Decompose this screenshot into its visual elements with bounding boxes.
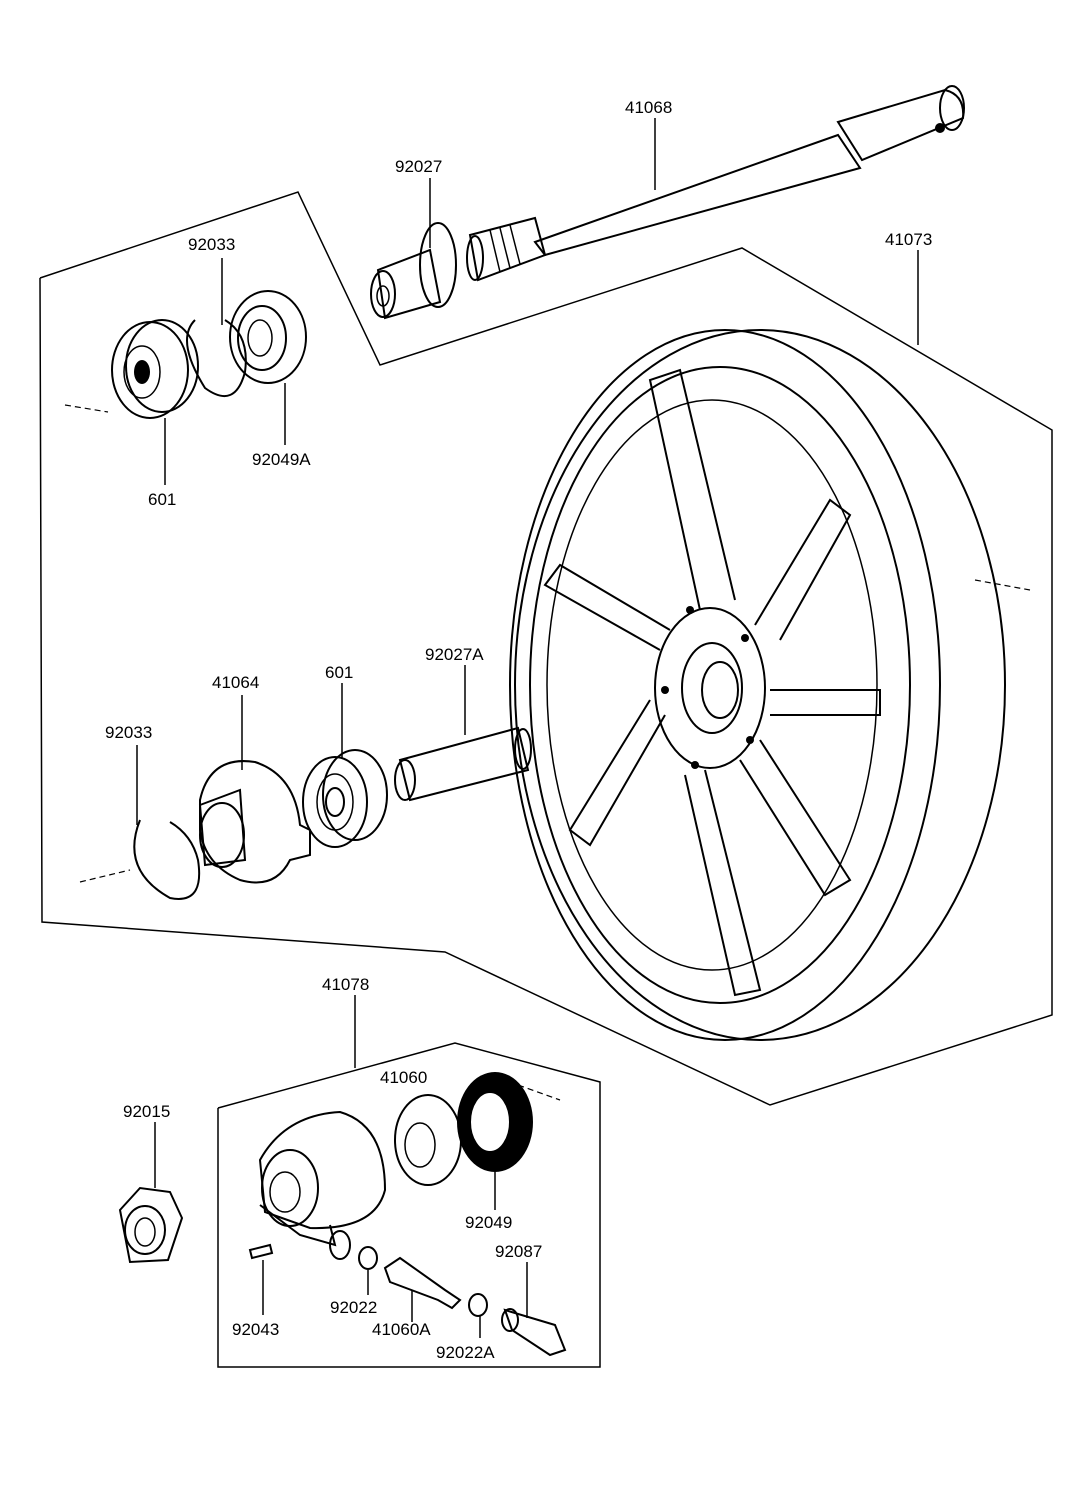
label-axle-nut: 92015 <box>123 1102 170 1121</box>
axle <box>466 85 965 282</box>
meter-gear-group-outline <box>217 1042 601 1368</box>
collar-mid <box>394 726 532 802</box>
bearing-mid <box>302 749 388 848</box>
label-oil-seal-bottom: 92049 <box>465 1213 512 1232</box>
pin <box>248 1243 274 1260</box>
washer <box>358 1246 378 1270</box>
assembly-arrows <box>64 404 1031 1101</box>
bushing <box>501 1308 567 1357</box>
label-bushing: 92087 <box>495 1242 542 1261</box>
label-pin: 92043 <box>232 1320 279 1339</box>
bearing-top <box>111 319 199 419</box>
label-pinion: 41060A <box>372 1320 431 1339</box>
label-coupling: 41064 <box>212 673 259 692</box>
wheel <box>509 329 1006 1041</box>
label-oil-seal-top: 92049A <box>252 450 311 469</box>
pinion <box>383 1256 462 1310</box>
oil-seal-bottom <box>457 1072 533 1172</box>
label-meter-gear: 41060 <box>380 1068 427 1087</box>
label-circlip-mid: 92033 <box>105 723 152 742</box>
label-washer: 92022 <box>330 1298 377 1317</box>
label-axle: 41068 <box>625 98 672 117</box>
washer-ring <box>329 1230 351 1260</box>
circlip-top <box>186 319 247 397</box>
label-meter-gear-housing: 41078 <box>322 975 369 994</box>
label-collar-top: 92027 <box>395 157 442 176</box>
coupling <box>198 760 311 884</box>
label-circlip-top: 92033 <box>188 235 235 254</box>
label-washer-a: 92022A <box>436 1343 495 1362</box>
label-bearing-mid: 601 <box>325 663 353 682</box>
circlip-mid <box>133 819 201 900</box>
oil-seal-top <box>229 290 307 384</box>
axle-nut <box>118 1186 184 1264</box>
label-collar-mid: 92027A <box>425 645 484 664</box>
washer-a <box>468 1293 488 1317</box>
meter-gear-housing <box>258 1110 387 1247</box>
collar-top <box>370 222 457 320</box>
label-wheel: 41073 <box>885 230 932 249</box>
meter-gear <box>394 1094 462 1186</box>
label-bearing-top: 601 <box>148 490 176 509</box>
wheel-assembly-outline <box>39 191 1053 1106</box>
leader-lines <box>136 118 919 1338</box>
